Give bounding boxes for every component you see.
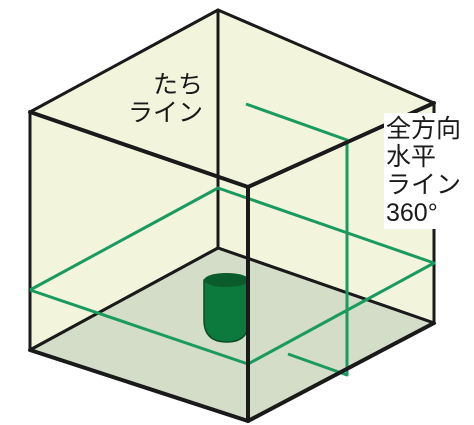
- device-body: [203, 279, 250, 343]
- horizontal-line-label-line-2: 水平: [386, 143, 437, 171]
- horizontal-line-label-line-1: 全方向: [386, 115, 462, 143]
- vertical-line-label-line-2: ライン: [128, 99, 204, 127]
- horizontal-line-label-line-4: 360°: [386, 199, 438, 227]
- vertical-line-label: たち ライン: [128, 71, 203, 127]
- device-top: [204, 273, 249, 287]
- horizontal-line-label-line-3: ライン: [386, 171, 462, 199]
- horizontal-line-label: 全方向 水平 ライン 360°: [384, 113, 466, 229]
- cube-front-edges: [28, 101, 436, 423]
- vertical-line-label-line-1: たち: [153, 71, 204, 99]
- vertical-laser-line: [245, 102, 349, 377]
- laser-level-device: [203, 273, 250, 343]
- horizontal-laser-line: [29, 186, 436, 366]
